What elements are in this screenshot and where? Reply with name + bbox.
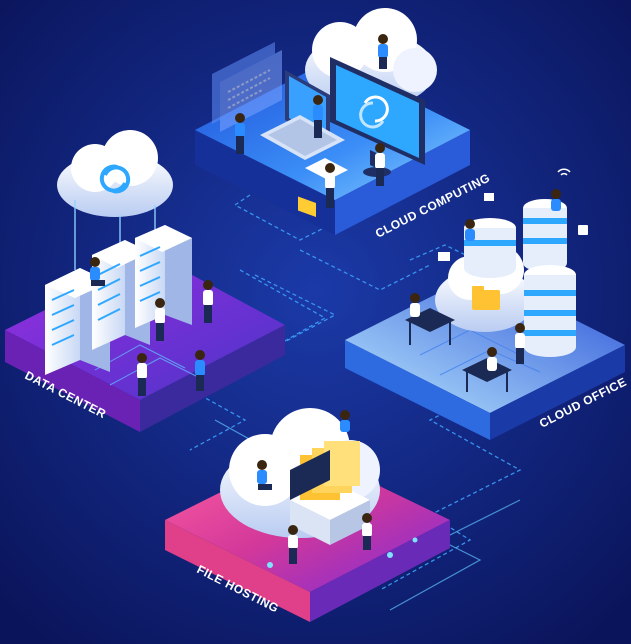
lock-icon xyxy=(578,225,588,235)
cloud-icon xyxy=(57,130,173,217)
folder-icon xyxy=(290,441,370,545)
file-hosting-platform: FILE HOSTING xyxy=(165,408,450,622)
document-icon xyxy=(484,193,494,201)
sync-icon xyxy=(99,164,131,194)
sync-icon xyxy=(359,95,389,129)
cloud-office-platform: CLOUD OFFICE xyxy=(345,168,629,440)
wifi-icon xyxy=(557,168,571,176)
folder-icon xyxy=(472,286,500,310)
database-icon xyxy=(464,199,576,357)
person-icon xyxy=(90,257,213,396)
cloud-computing-platform: CLOUD COMPUTING xyxy=(195,8,492,241)
floating-data-panels xyxy=(212,42,282,132)
server-rack-icon xyxy=(45,225,192,375)
data-center-platform: DATA CENTER xyxy=(5,130,285,432)
person-icon xyxy=(257,410,372,564)
person-icon xyxy=(410,189,561,371)
person-icon xyxy=(235,34,388,208)
glow-dots xyxy=(267,537,418,568)
document-icon xyxy=(438,252,450,261)
